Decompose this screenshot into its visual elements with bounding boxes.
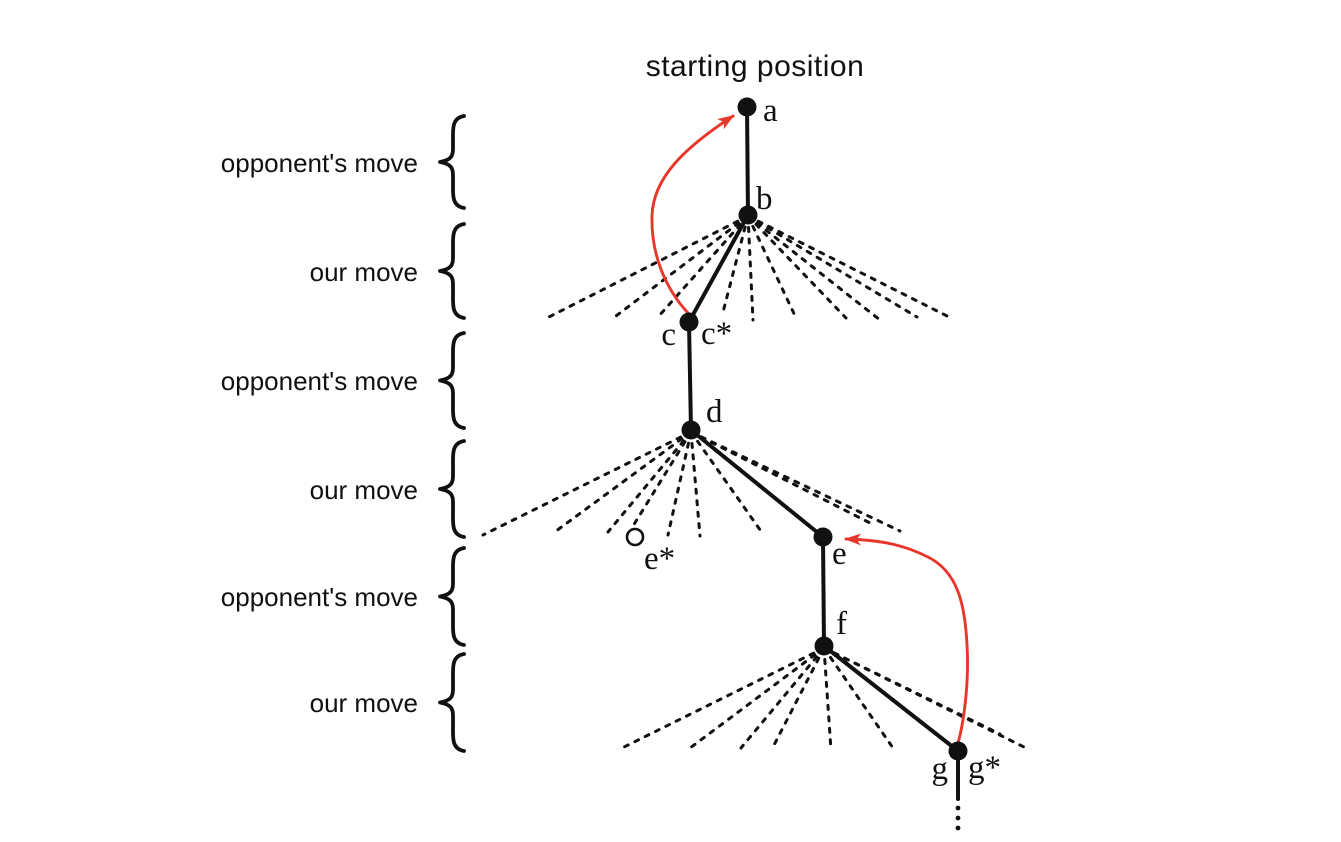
node-label-b: b — [756, 181, 773, 217]
node-label-a: a — [763, 93, 778, 129]
node-e — [813, 527, 833, 547]
brace-row-4 — [438, 439, 466, 539]
brace-row-3 — [438, 331, 466, 430]
brace-row-5 — [438, 546, 466, 647]
brace-row-6 — [438, 652, 466, 753]
tree-nodes — [625, 97, 968, 761]
move-fan-d — [481, 430, 902, 538]
candidate-move-dashed-line — [631, 430, 693, 528]
node-label-c-star: c* — [701, 316, 732, 352]
node-d — [681, 420, 701, 440]
candidate-move-dashed-line — [689, 430, 765, 536]
candidate-move-dashed-line — [822, 646, 833, 752]
row-braces — [438, 114, 466, 753]
continuation-dot — [955, 805, 961, 811]
tree-edges — [687, 105, 960, 801]
node-e-star-open — [625, 527, 645, 547]
candidate-move-dashed-line — [688, 646, 826, 750]
node-b — [738, 205, 758, 225]
candidate-move-dashed-line — [689, 430, 902, 533]
row-label-opponents-move-1: opponent's move — [220, 148, 418, 178]
node-labels: a b c c* d e* e f g g* — [644, 93, 1001, 787]
continuation-dots — [955, 805, 961, 831]
row-label-our-move-3: our move — [309, 688, 418, 718]
candidate-move-dashed-line — [656, 214, 750, 319]
move-fan-f — [616, 646, 1032, 752]
node-label-c: c — [661, 317, 676, 353]
candidate-move-dashed-line — [822, 646, 895, 750]
candidate-move-dashed-line — [771, 646, 826, 749]
edge-d-e — [689, 428, 825, 539]
candidate-move-dashed-line — [541, 214, 750, 322]
edge-e-f — [821, 535, 826, 648]
candidate-move-dashed-line — [822, 646, 1002, 736]
candidate-move-dashed-line — [746, 214, 799, 322]
continuation-dot — [955, 825, 961, 831]
continuation-dot — [955, 815, 961, 821]
candidate-move-dashed-line — [550, 430, 693, 536]
node-f — [814, 636, 834, 656]
row-label-opponents-move-3: opponent's move — [220, 582, 418, 612]
backup-arrow-c-to-a — [650, 114, 735, 315]
node-label-d: d — [706, 394, 723, 430]
edge-a-b — [745, 105, 750, 217]
candidate-move-dashed-line — [746, 214, 919, 319]
node-c — [679, 312, 699, 332]
node-label-g: g — [932, 751, 949, 787]
brace-row-1 — [438, 114, 466, 210]
row-label-our-move-2: our move — [309, 475, 418, 505]
candidate-move-dashed-line — [746, 214, 848, 320]
candidate-move-dashed-line — [746, 214, 882, 322]
candidate-move-dashed-line — [481, 430, 693, 537]
edge-b-c — [687, 213, 750, 324]
candidate-move-dashed-line — [616, 646, 826, 752]
candidate-move-dashed-line — [689, 430, 702, 538]
brace-row-2 — [438, 222, 466, 320]
edge-f-g — [822, 644, 960, 753]
node-label-f: f — [836, 606, 847, 642]
node-label-g-star: g* — [968, 750, 1001, 786]
backup-arrow-g-to-e — [844, 533, 969, 745]
node-g — [948, 741, 968, 761]
move-fan-b — [541, 214, 955, 322]
candidate-move-dashed-line — [689, 430, 876, 527]
edge-c-d — [687, 320, 693, 432]
row-label-our-move-1: our move — [309, 257, 418, 287]
candidate-move-dashed-line — [610, 214, 750, 321]
candidate-move-dashed-line — [739, 646, 826, 750]
row-label-opponents-move-2: opponent's move — [220, 366, 418, 396]
candidate-move-dashed-line — [746, 214, 955, 321]
node-label-e: e — [832, 536, 847, 572]
node-label-e-star: e* — [644, 541, 675, 577]
candidate-move-dashed-line — [822, 646, 1032, 752]
candidate-move-dashed-line — [606, 430, 693, 534]
candidate-move-dashed-line — [746, 214, 755, 322]
node-a — [737, 97, 757, 117]
figure-title: starting position — [645, 50, 865, 83]
